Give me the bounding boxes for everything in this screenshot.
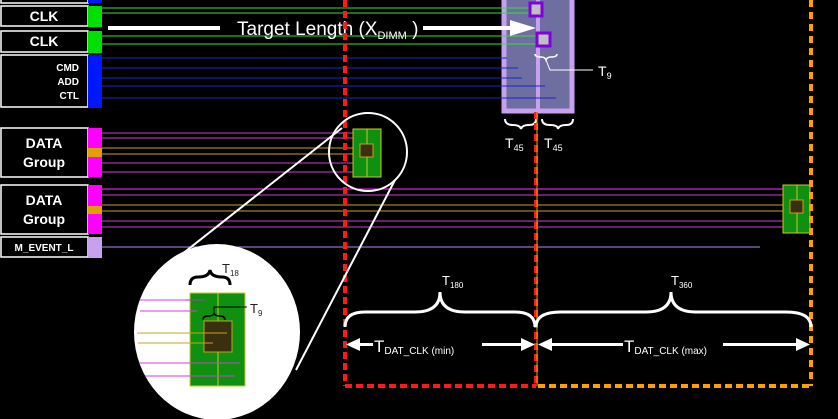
target-length-bar xyxy=(108,26,220,30)
t180-brace xyxy=(343,291,537,328)
t45-label-right: T45 xyxy=(544,135,563,153)
tdat-min-label: TDAT_CLK (min) xyxy=(374,337,454,357)
clk-label-1: CLK xyxy=(30,8,59,24)
t9-label: T9 xyxy=(598,63,612,81)
t18-label: T18 xyxy=(222,261,239,278)
clk-pin-2 xyxy=(535,31,552,48)
clk-label-2: CLK xyxy=(30,33,59,49)
magnifier-circle xyxy=(328,112,408,192)
t180-label: T180 xyxy=(442,273,464,290)
tdat-max-label: TDAT_CLK (max) xyxy=(624,337,707,357)
t360-brace xyxy=(534,291,813,328)
add-label: ADD xyxy=(57,77,79,88)
data-group-1-label-b: Group xyxy=(23,154,65,170)
clk-traces xyxy=(102,7,544,45)
signal-color-bars xyxy=(88,0,102,258)
t9-zoom-leader xyxy=(213,306,247,313)
t9-leader xyxy=(545,59,593,71)
data-group-2-traces xyxy=(102,188,808,228)
mevent-label: M_EVENT_L xyxy=(15,243,74,254)
t18-brace xyxy=(188,269,232,286)
t360-label: T360 xyxy=(671,273,693,290)
cmd-label: CMD xyxy=(56,63,79,74)
data-group-1-label-a: DATA xyxy=(26,135,63,151)
clk-pin-1 xyxy=(528,1,544,18)
t45-brace-left xyxy=(504,118,537,130)
dram-chip-max xyxy=(782,184,811,234)
target-length-arrow-shaft xyxy=(423,26,515,30)
zoomed-chip xyxy=(137,292,246,387)
tdat-max-arrow xyxy=(538,338,810,351)
ctl-label: CTL xyxy=(60,91,79,102)
dram-chip-min xyxy=(352,128,382,178)
target-length-arrow-head xyxy=(510,20,536,36)
top-partial-box xyxy=(0,0,89,4)
t45-label-left: T45 xyxy=(505,135,524,153)
data-group-2-label-a: DATA xyxy=(26,192,63,208)
t9-zoom-label: T9 xyxy=(250,301,263,318)
data-group-box-2 xyxy=(0,184,89,235)
t45-brace-right xyxy=(541,118,574,130)
data-group-1-traces xyxy=(102,132,378,173)
magnifier-line-left xyxy=(171,127,343,263)
signal-labels xyxy=(0,0,89,258)
data-group-2-label-b: Group xyxy=(23,211,65,227)
data-group-box-1 xyxy=(0,127,89,178)
cmd-traces xyxy=(102,57,556,99)
target-length-label: Target Length (XDIMM ) xyxy=(237,19,418,42)
magnifier-line-right xyxy=(295,179,396,371)
tdat-min-arrow xyxy=(346,338,535,351)
